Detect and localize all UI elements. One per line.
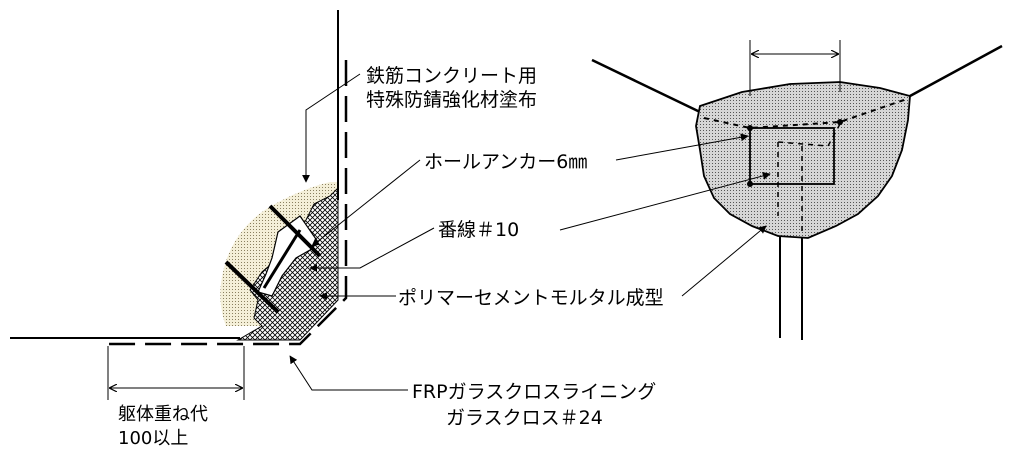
node-c — [747, 181, 753, 187]
leader-polymer-right — [681, 225, 767, 297]
left-corner-detail — [10, 10, 435, 400]
node-b — [837, 119, 843, 125]
frp-lining-line — [108, 60, 348, 346]
labels: 鉄筋コンクリート用 特殊防錆強化材塗布 ホールアンカー6㎜ 番線＃10 ポリマー… — [118, 65, 664, 449]
label-wire: 番線＃10 — [438, 219, 519, 241]
node-a — [747, 125, 753, 131]
wire-left — [591, 58, 701, 114]
wire-right — [909, 44, 1003, 98]
anchor-bar-diag — [262, 229, 302, 289]
label-hole-anchor: ホールアンカー6㎜ — [424, 151, 587, 173]
label-glass-cloth: ガラスクロス＃24 — [446, 407, 603, 429]
dotted-wire-path — [703, 99, 905, 130]
right-section-detail — [559, 40, 1003, 340]
label-rust-coating-line2: 特殊防錆強化材塗布 — [366, 88, 537, 111]
anchor-bar-upper — [268, 204, 322, 258]
label-overlap-line2: 100以上 — [118, 428, 188, 449]
mortar-section-blob — [695, 81, 911, 239]
anchor-bar-lower — [224, 260, 280, 314]
label-overlap-line1: 躯体重ね代 — [118, 404, 208, 425]
leader-wire-right — [559, 171, 771, 231]
leader-hole-anchor-right — [615, 133, 749, 161]
hole-outline — [749, 127, 835, 185]
leader-frp-lining — [289, 355, 408, 391]
leader-rust-coating — [302, 73, 361, 183]
leader-hole-anchor — [311, 159, 421, 247]
leader-wire — [309, 227, 435, 272]
label-frp-lining: FRPガラスクロスライニング — [412, 381, 656, 403]
label-rust-coating-line1: 鉄筋コンクリート用 — [366, 65, 537, 87]
label-polymer-mortar: ポリマーセメントモルタル成型 — [398, 287, 664, 309]
